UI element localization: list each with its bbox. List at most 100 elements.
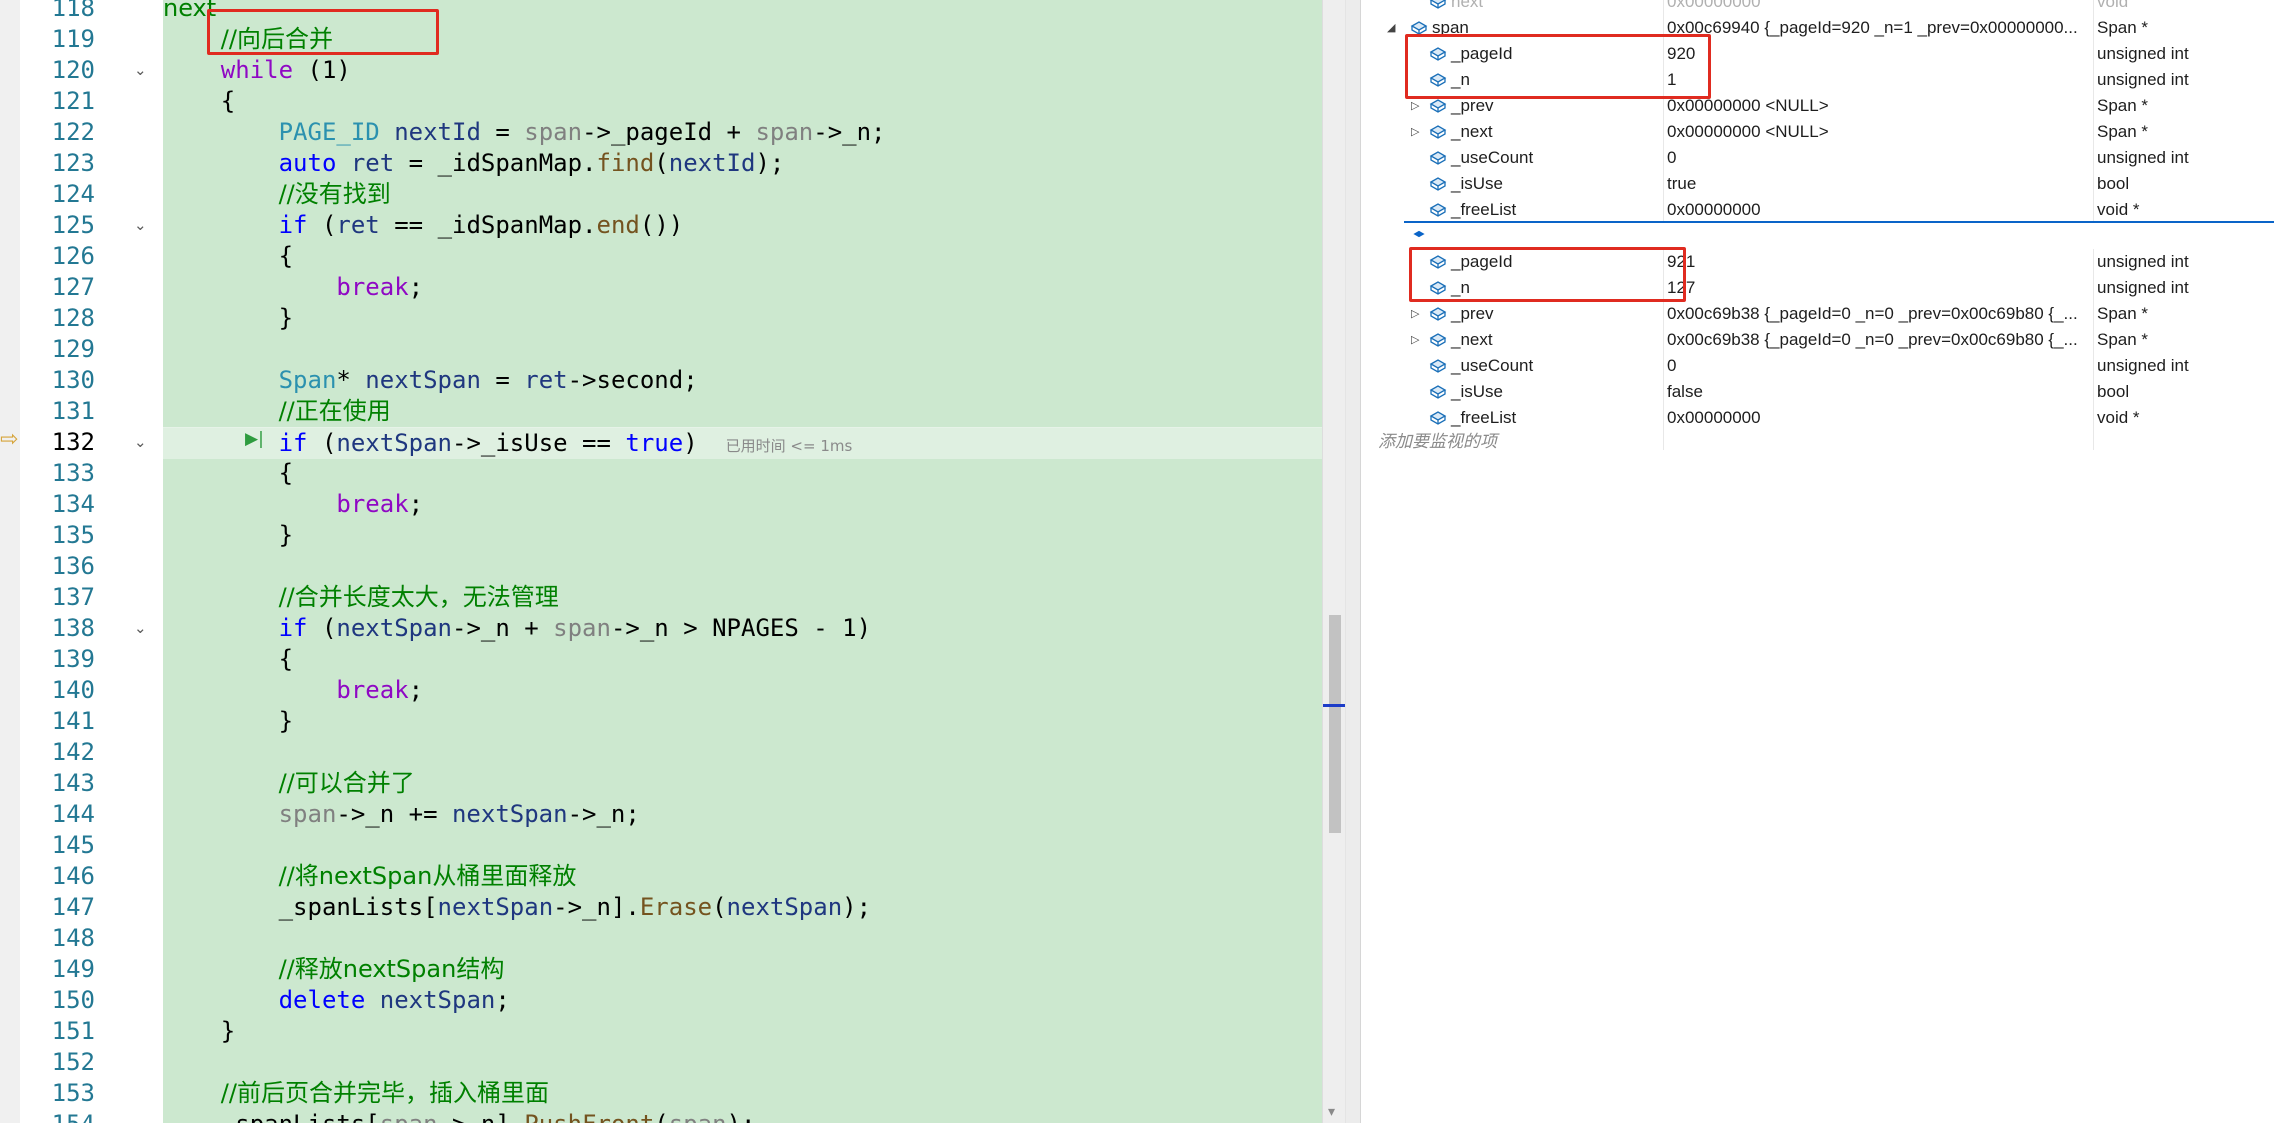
code-line[interactable]: 149 //释放nextSpan结构 xyxy=(0,954,1322,985)
watch-value[interactable]: false xyxy=(1667,382,1703,401)
fold-toggle-icon[interactable]: ⌄ xyxy=(134,619,147,637)
watch-value[interactable]: 0x00c69b80 {_pageId=921 _n=127 _prev=0x0… xyxy=(1667,226,2077,245)
code-text[interactable]: //没有找到 xyxy=(163,179,1322,210)
panel-splitter[interactable] xyxy=(1345,0,1361,1123)
collapse-arrow-icon[interactable]: ◢ xyxy=(1387,230,1396,242)
watch-value[interactable]: 127 xyxy=(1667,278,1696,297)
code-text[interactable]: } xyxy=(163,1016,1322,1047)
code-text[interactable]: } xyxy=(163,303,1322,334)
code-line[interactable]: 130 Span* nextSpan = ret->second; xyxy=(0,365,1322,396)
watch-name[interactable]: _useCount xyxy=(1451,356,1534,375)
code-line[interactable]: 133 { xyxy=(0,458,1322,489)
code-text[interactable]: { xyxy=(163,644,1322,675)
code-line[interactable]: 153 //前后页合并完毕，插入桶里面 xyxy=(0,1078,1322,1109)
watch-name[interactable]: nextSpan xyxy=(1432,226,1504,245)
code-line[interactable]: 131 //正在使用 xyxy=(0,396,1322,427)
code-line[interactable]: 138⌄ if (nextSpan->_n + span->_n > NPAGE… xyxy=(0,613,1322,644)
code-text[interactable]: break; xyxy=(163,272,1322,303)
code-line[interactable]: 134 break; xyxy=(0,489,1322,520)
code-text[interactable]: //释放nextSpan结构 xyxy=(163,954,1322,985)
add-watch-item[interactable]: 添加要监视的项 xyxy=(1378,432,1497,451)
fold-toggle-icon[interactable]: ⌄ xyxy=(134,216,147,234)
watch-value[interactable]: 0x00c69b38 {_pageId=0 _n=0 _prev=0x00c69… xyxy=(1667,330,2078,349)
watch-value[interactable]: 0x00000000 xyxy=(1667,0,1761,11)
code-line[interactable]: 136 xyxy=(0,551,1322,582)
editor-vertical-scrollbar[interactable]: ▾ xyxy=(1322,0,1345,1123)
watch-value[interactable]: 0 xyxy=(1667,148,1677,167)
watch-value[interactable]: 0x00000000 <NULL> xyxy=(1667,96,1829,115)
watch-row[interactable]: ▷ _next 0x00c69b38 {_pageId=0 _n=0 _prev=0… xyxy=(1361,327,2274,353)
code-text[interactable] xyxy=(163,551,1322,582)
expand-arrow-icon[interactable]: ▷ xyxy=(1411,334,1420,346)
code-text[interactable] xyxy=(163,737,1322,768)
code-text[interactable]: delete nextSpan; xyxy=(163,985,1322,1016)
watch-value[interactable]: 0x00c69b38 {_pageId=0 _n=0 _prev=0x00c69… xyxy=(1667,304,2078,323)
code-text[interactable]: span->_n += nextSpan->_n; xyxy=(163,799,1322,830)
code-line[interactable]: 146 //将nextSpan从桶里面释放 xyxy=(0,861,1322,892)
watch-name[interactable]: _pageId xyxy=(1451,44,1513,63)
code-line[interactable]: 126 { xyxy=(0,241,1322,272)
watch-name[interactable]: _next xyxy=(1451,122,1493,141)
code-line[interactable]: 129 xyxy=(0,334,1322,365)
code-line[interactable]: 137 //合并长度太大，无法管理 xyxy=(0,582,1322,613)
code-area[interactable] xyxy=(163,0,1322,1123)
code-text[interactable] xyxy=(163,1047,1322,1078)
run-to-click-icon[interactable]: ▶| xyxy=(245,429,264,449)
code-line[interactable]: 124 //没有找到 xyxy=(0,179,1322,210)
code-text[interactable]: _spanLists[nextSpan->_n].Erase(nextSpan)… xyxy=(163,892,1322,923)
code-line[interactable]: 123 auto ret = _idSpanMap.find(nextId); xyxy=(0,148,1322,179)
watch-value[interactable]: true xyxy=(1667,174,1697,193)
code-line[interactable]: 147 _spanLists[nextSpan->_n].Erase(nextS… xyxy=(0,892,1322,923)
watch-name[interactable]: span xyxy=(1432,18,1469,37)
indicator-margin[interactable] xyxy=(0,0,20,1123)
watch-value[interactable]: 0x00000000 <NULL> xyxy=(1667,122,1829,141)
expand-arrow-icon[interactable]: ▷ xyxy=(1411,126,1420,138)
code-line[interactable]: 152 xyxy=(0,1047,1322,1078)
watch-name[interactable]: _next xyxy=(1451,330,1493,349)
watch-name[interactable]: _freeList xyxy=(1451,408,1517,427)
scrollbar-thumb[interactable] xyxy=(1329,615,1341,833)
code-text[interactable]: //可以合并了 xyxy=(163,768,1322,799)
code-text[interactable]: auto ret = _idSpanMap.find(nextId); xyxy=(163,148,1322,179)
code-line[interactable]: 128 } xyxy=(0,303,1322,334)
watch-row[interactable]: ◢ nextSpan 0x00c69b80 {_pageId=921 _n=127 … xyxy=(1361,223,2274,249)
watch-name[interactable]: _pageId xyxy=(1451,252,1513,271)
code-text[interactable]: if (ret == _idSpanMap.end()) xyxy=(163,210,1322,241)
code-line[interactable]: 127 break; xyxy=(0,272,1322,303)
code-line[interactable]: 143 //可以合并了 xyxy=(0,768,1322,799)
code-text[interactable]: //前后页合并完毕，插入桶里面 xyxy=(163,1078,1322,1109)
code-text[interactable] xyxy=(163,334,1322,365)
code-text[interactable]: next xyxy=(163,0,1322,24)
watch-name[interactable]: next xyxy=(1451,0,1484,11)
code-text[interactable]: Span* nextSpan = ret->second; xyxy=(163,365,1322,396)
fold-toggle-icon[interactable]: ⌄ xyxy=(134,61,147,79)
code-line[interactable]: 141 } xyxy=(0,706,1322,737)
watch-value[interactable]: 0 xyxy=(1667,356,1677,375)
code-text[interactable]: if (nextSpan->_isUse == true)已用时间 <= 1ms xyxy=(163,427,1322,459)
code-line[interactable]: 148 xyxy=(0,923,1322,954)
code-line[interactable]: 139 { xyxy=(0,644,1322,675)
code-text[interactable]: { xyxy=(163,86,1322,117)
code-line[interactable]: 119 //向后合并 xyxy=(0,24,1322,55)
code-line[interactable]: 144 span->_n += nextSpan->_n; xyxy=(0,799,1322,830)
code-text[interactable]: //将nextSpan从桶里面释放 xyxy=(163,861,1322,892)
code-text[interactable]: while (1) xyxy=(163,55,1322,86)
code-text[interactable]: { xyxy=(163,458,1322,489)
watch-name[interactable]: _isUse xyxy=(1451,382,1503,401)
code-text[interactable]: //合并长度太大，无法管理 xyxy=(163,582,1322,613)
watch-value[interactable]: 921 xyxy=(1667,252,1696,271)
code-text[interactable]: if (nextSpan->_n + span->_n > NPAGES - 1… xyxy=(163,613,1322,644)
